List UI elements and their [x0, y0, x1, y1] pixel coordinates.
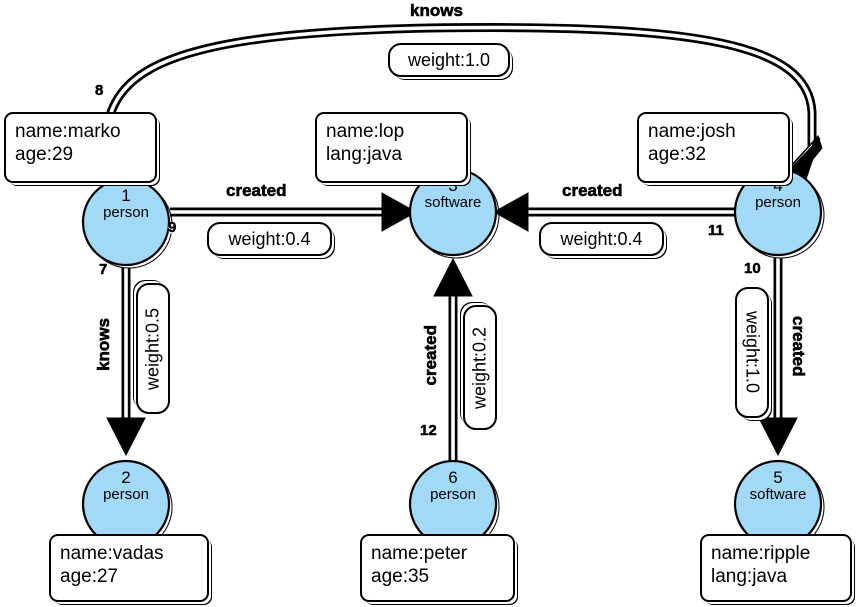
edge-9-created: [170, 192, 418, 232]
edge-8-weight: weight:1.0: [388, 43, 510, 77]
edge-12-created: [433, 257, 473, 462]
node-6-prop-line-2: age:35: [371, 566, 430, 588]
node-5-properties: name:ripple lang:java: [700, 534, 852, 602]
node-1-circle[interactable]: [81, 177, 173, 269]
node-5-prop-line-2: lang:java: [711, 566, 788, 588]
node-4-prop-line-2: age:32: [648, 144, 707, 166]
node-1-properties: name:marko age:29: [4, 112, 157, 183]
node-4-prop-line-1: name:josh: [648, 121, 736, 142]
edge-9-weight: weight:0.4: [207, 222, 332, 256]
node-1-prop-line-2: age:29: [15, 144, 74, 166]
edge-9-id: 9: [168, 219, 177, 237]
edge-8-label: knows: [410, 1, 464, 21]
edge-8-id: 8: [95, 82, 104, 100]
edge-12-weight: weight:0.2: [463, 305, 497, 430]
node-2-properties: name:vadas age:27: [49, 534, 209, 602]
edge-10-label: created: [789, 316, 809, 377]
edge-10-weight: weight:1.0: [735, 287, 769, 418]
node-6-prop-line-1: name:peter: [371, 543, 468, 564]
node-2-prop-line-2: age:27: [60, 566, 119, 588]
node-1-prop-line-1: name:marko: [15, 121, 121, 142]
edge-7-id: 7: [99, 261, 108, 279]
edge-7-knows: [106, 268, 146, 457]
node-3-properties: name:lop lang:java: [315, 112, 468, 183]
node-5-prop-line-1: name:ripple: [711, 543, 811, 564]
edge-10-id: 10: [744, 260, 761, 278]
edge-8-knows: [101, 23, 823, 201]
edge-9-label: created: [226, 181, 287, 201]
edge-12-id: 12: [420, 422, 437, 440]
edge-12-label: created: [421, 325, 441, 386]
node-2-prop-line-1: name:vadas: [60, 543, 164, 564]
node-4-circle[interactable]: [733, 167, 825, 259]
node-3-circle[interactable]: [408, 167, 500, 259]
edge-11-created: [492, 192, 738, 232]
edge-10-created: [758, 258, 798, 457]
edge-7-label: knows: [94, 318, 114, 372]
edge-11-weight: weight:0.4: [539, 222, 664, 256]
edge-11-label: created: [562, 181, 623, 201]
edge-11-id: 11: [708, 222, 724, 240]
node-4-properties: name:josh age:32: [637, 112, 790, 183]
node-6-properties: name:peter age:35: [360, 534, 515, 602]
edge-7-weight: weight:0.5: [136, 283, 170, 414]
node-3-prop-line-2: lang:java: [326, 144, 403, 166]
node-3-prop-line-1: name:lop: [326, 121, 405, 142]
